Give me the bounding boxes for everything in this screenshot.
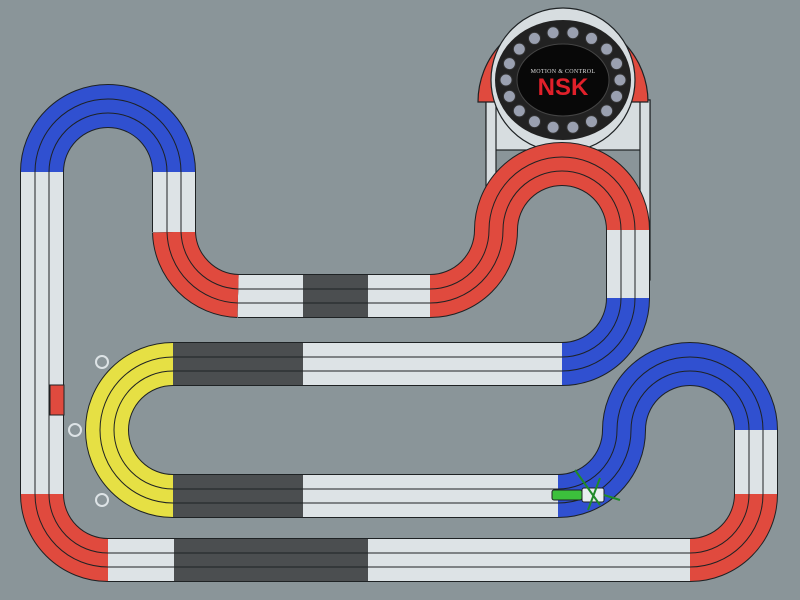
track-piece-bottom-left-curve — [20, 493, 109, 582]
track-piece-inner-right-curve — [557, 429, 646, 518]
bearing-ball — [600, 42, 614, 56]
track-piece-yellow-hairpin — [85, 342, 174, 518]
bearing-ball — [512, 42, 526, 56]
track-clip — [95, 355, 109, 369]
bearing-ball — [613, 73, 627, 87]
track — [20, 84, 778, 582]
bearing-ball — [528, 115, 541, 129]
bearing-ball — [566, 120, 580, 134]
bearing-ball — [585, 31, 598, 45]
track-piece-top-left-curve — [20, 84, 196, 173]
bearing-ball — [610, 57, 624, 71]
bearing-ball — [546, 120, 560, 134]
bearing-ball — [512, 104, 526, 118]
bearing-inner — [516, 43, 610, 117]
bearing-ball — [585, 115, 598, 129]
lap-counter-marker — [49, 384, 65, 416]
bearing-ball — [502, 89, 516, 103]
bearing-ball — [528, 31, 541, 45]
bearing-ball — [499, 73, 513, 87]
track-clip — [95, 493, 109, 507]
bearing-ball — [600, 104, 614, 118]
bearing-ball — [502, 57, 516, 71]
track-piece-tower-left-curve — [429, 229, 518, 318]
logo-brand: NSK — [538, 74, 589, 101]
bearing-ball — [546, 26, 560, 40]
track-accessories — [49, 355, 621, 511]
bearing-ball — [566, 26, 580, 40]
track-piece-bottom-right-curve — [689, 493, 778, 582]
bearing-ball — [610, 89, 624, 103]
track-piece-tower-arch — [474, 142, 650, 231]
bearing-balls — [499, 26, 627, 134]
logo-tagline: MOTION & CONTROL — [531, 69, 596, 75]
mini-4wd-car[interactable] — [551, 469, 621, 511]
track-piece-top-right-curve — [602, 342, 778, 431]
track-piece-middle-left-curve — [152, 230, 240, 318]
track-piece-inner-blue-curve — [561, 297, 650, 386]
track-clip — [68, 423, 82, 437]
